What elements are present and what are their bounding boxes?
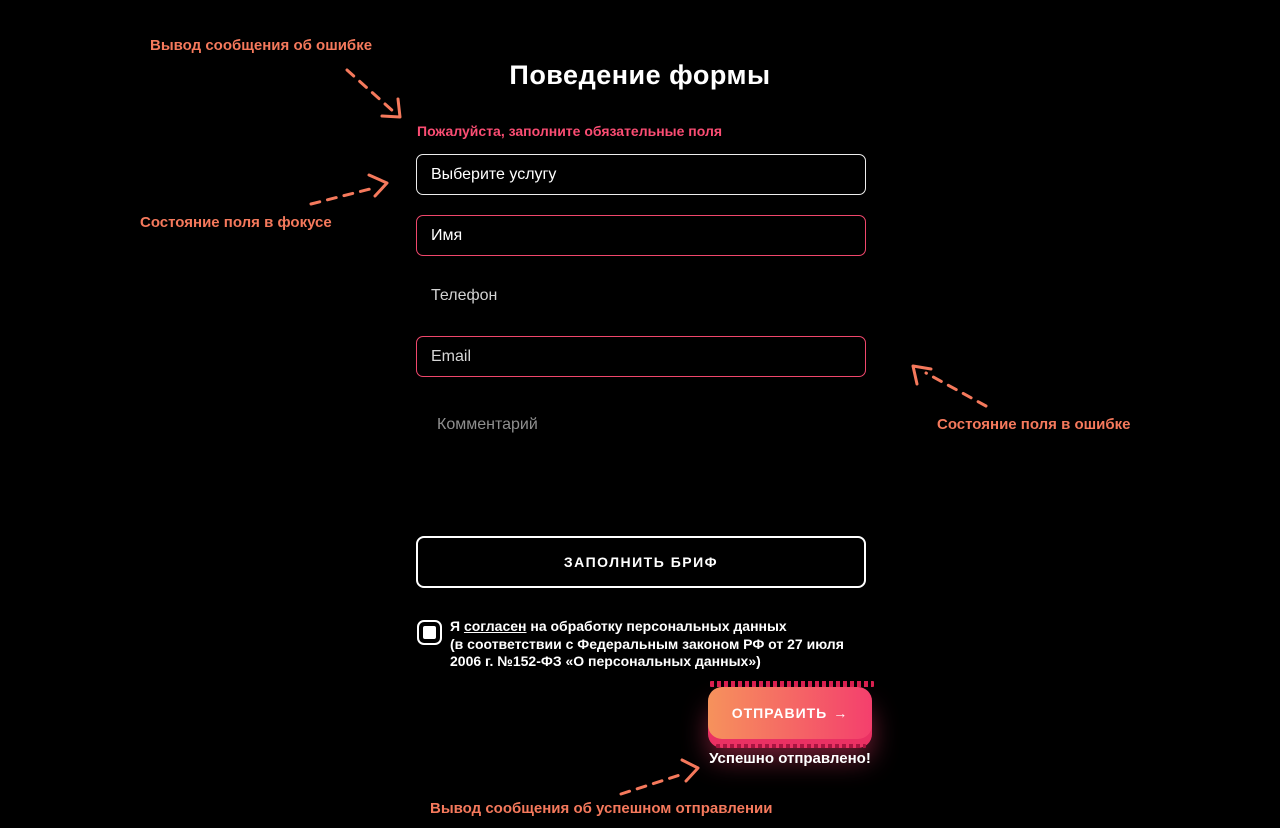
fill-brief-button[interactable]: ЗАПОЛНИТЬ БРИФ bbox=[416, 536, 866, 588]
arrow-right-icon: → bbox=[833, 705, 849, 721]
arrow-error-state bbox=[911, 364, 988, 408]
checkbox-checked-mark bbox=[423, 626, 436, 639]
arrow-success-message bbox=[619, 758, 700, 796]
clipped-error-text-strip bbox=[710, 681, 874, 687]
annotation-focus-state: Состояние поля в фокусе bbox=[140, 214, 332, 231]
arrow-focus-state bbox=[309, 173, 389, 206]
submit-label: ОТПРАВИТЬ bbox=[731, 705, 828, 721]
consent-suffix: на обработку персональных данных bbox=[526, 618, 787, 634]
page-title: Поведение формы bbox=[509, 60, 771, 90]
consent-line3: 2006 г. №152-ФЗ «О персональных данных») bbox=[450, 653, 761, 669]
form-error-message: Пожалуйста, заполните обязательные поля bbox=[417, 123, 723, 139]
comment-textarea[interactable] bbox=[416, 400, 866, 532]
consent-checkbox[interactable] bbox=[417, 620, 442, 645]
consent-prefix: Я bbox=[450, 618, 464, 634]
consent-text: Я согласен на обработку персональных дан… bbox=[450, 618, 870, 671]
submit-button[interactable]: ОТПРАВИТЬ → bbox=[708, 687, 872, 739]
annotation-success-message-output: Вывод сообщения об успешном отправлении bbox=[430, 800, 773, 817]
consent-line2: (в соответствии с Федеральным законом РФ… bbox=[450, 635, 844, 652]
annotation-error-message-output: Вывод сообщения об ошибке bbox=[150, 37, 373, 54]
service-select-field[interactable] bbox=[416, 154, 866, 195]
clipped-success-text-strip bbox=[716, 744, 866, 748]
phone-input[interactable] bbox=[416, 275, 866, 316]
email-input-error[interactable] bbox=[416, 336, 866, 377]
annotation-error-state: Состояние поля в ошибке bbox=[937, 416, 1131, 433]
success-message: Успешно отправлено! bbox=[709, 750, 871, 767]
consent-link[interactable]: согласен bbox=[463, 618, 527, 634]
name-input-focused[interactable] bbox=[416, 215, 866, 256]
